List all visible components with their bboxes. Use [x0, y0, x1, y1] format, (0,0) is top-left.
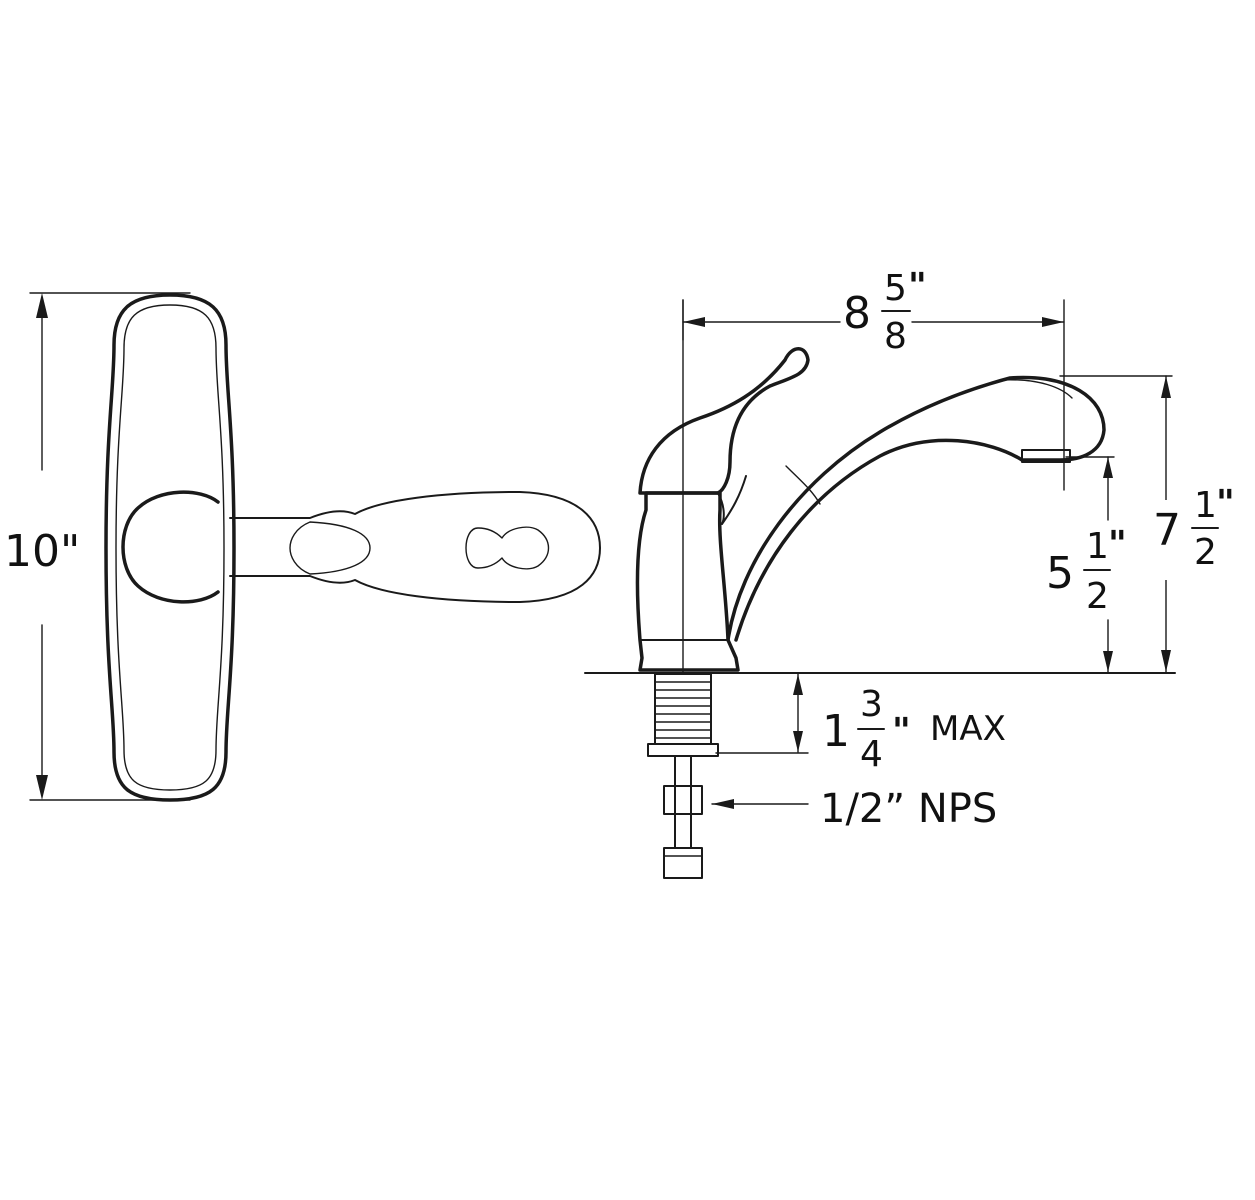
arrowhead-down-icon	[1103, 651, 1113, 672]
deck-thickness-numerator: 3	[860, 684, 883, 725]
side-view: 8 5 8 " 7 1 2 "	[584, 266, 1240, 879]
deck-thickness-label: 1 3 4 " MAX	[822, 684, 1006, 775]
depth-label: 8 5 8 "	[843, 266, 927, 357]
deck-thickness-whole: 1	[822, 706, 850, 757]
arrowhead-down-icon	[1161, 650, 1171, 672]
escutcheon-inner-edge	[115, 304, 225, 791]
spout-height-whole: 5	[1046, 548, 1074, 599]
nps-callout: 1/2” NPS	[711, 786, 997, 832]
spout-height-label: 5 1 2 "	[1046, 524, 1127, 617]
faucet-handle-lever	[638, 347, 810, 495]
threaded-shank	[647, 673, 719, 757]
deck-thickness-max-label: MAX	[930, 709, 1006, 749]
total-height-whole: 7	[1153, 505, 1181, 556]
width-dimension-line	[29, 292, 191, 801]
depth-whole: 8	[843, 288, 871, 339]
arrowhead-right-icon	[1042, 317, 1064, 327]
total-height-label: 7 1 2 "	[1150, 483, 1240, 580]
depth-numerator: 5	[884, 268, 907, 309]
depth-dimension-line	[682, 299, 1065, 491]
arrowhead-up-icon	[36, 293, 48, 318]
supply-line	[663, 755, 703, 879]
width-label: 10"	[4, 526, 80, 577]
escutcheon-plate	[104, 293, 236, 802]
arrowhead-left-icon	[683, 317, 705, 327]
total-height-inch-mark: "	[1216, 483, 1235, 524]
faucet-spout	[726, 375, 1106, 642]
arrowhead-left-icon	[712, 799, 734, 809]
deck-thickness-denominator: 4	[860, 734, 883, 775]
spout-height-inch-mark: "	[1108, 524, 1127, 565]
depth-inch-mark: "	[908, 266, 927, 307]
arrowhead-down-icon	[793, 731, 803, 752]
arrowhead-up-icon	[1103, 457, 1113, 478]
arrowhead-down-icon	[36, 775, 48, 800]
total-height-denominator: 2	[1194, 532, 1217, 573]
spout-height-dimension-line	[1065, 456, 1115, 673]
depth-denominator: 8	[884, 316, 907, 357]
arrowhead-up-icon	[793, 674, 803, 695]
faucet-body	[635, 491, 740, 672]
handle-top-view	[121, 490, 601, 604]
spout-height-numerator: 1	[1086, 526, 1109, 567]
deck-thickness-dimension-line	[715, 673, 809, 754]
handle-logo-recess	[465, 526, 550, 570]
deck-thickness-inch-mark: "	[892, 711, 911, 752]
spout-height-denominator: 2	[1086, 576, 1109, 617]
connection-label: 1/2” NPS	[820, 786, 997, 832]
spray-nozzle	[1021, 449, 1071, 463]
top-view: 10"	[4, 292, 601, 802]
total-height-numerator: 1	[1194, 485, 1217, 526]
arrowhead-up-icon	[1161, 376, 1171, 398]
